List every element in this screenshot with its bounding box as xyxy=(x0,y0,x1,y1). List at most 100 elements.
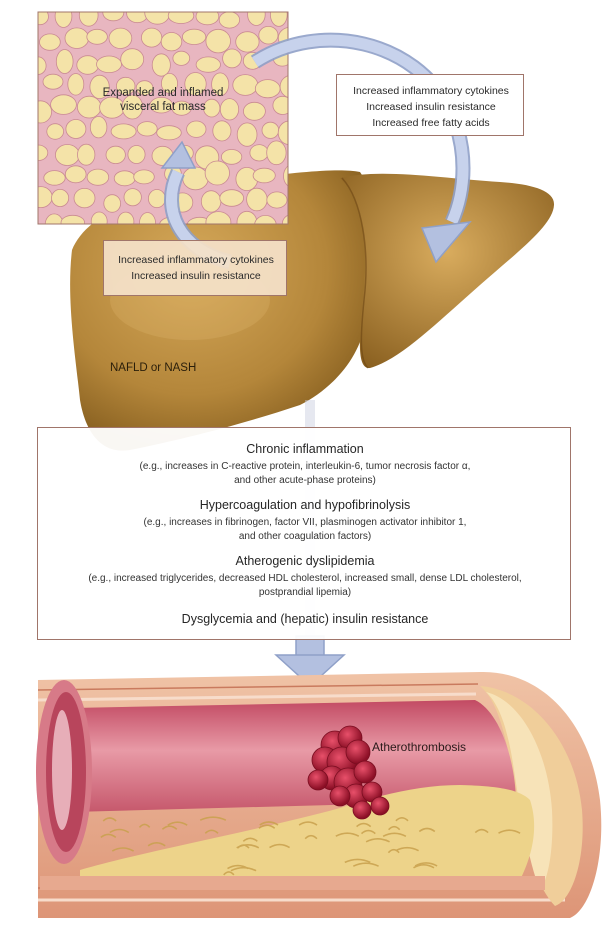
fat-cell xyxy=(141,27,163,48)
fat-cell xyxy=(222,48,242,69)
fat-cell xyxy=(136,121,158,137)
fat-cell xyxy=(246,187,268,212)
fat-label: Expanded and inflamed visceral fat mass xyxy=(78,86,248,115)
fat-cell xyxy=(38,12,49,26)
plaque-fiber xyxy=(414,862,438,867)
fat-cell xyxy=(156,125,182,141)
effect-title: Dysglycemia and (hepatic) insulin resist… xyxy=(181,612,429,626)
effect-chronic-inflammation: Chronic inflammation (e.g., increases in… xyxy=(38,442,572,488)
fat-cell xyxy=(281,214,288,224)
fat-cell xyxy=(50,94,77,115)
effect-hypercoagulation: Hypercoagulation and hypofibrinolysis (e… xyxy=(38,498,572,544)
plaque-fiber xyxy=(365,838,390,843)
fat-cell xyxy=(277,120,288,145)
fat-cell xyxy=(73,188,96,209)
plaque-fiber xyxy=(395,817,409,822)
plaque-fiber xyxy=(388,825,401,831)
plaque-fiber xyxy=(382,832,407,838)
effects-to-vessel-arrow xyxy=(274,635,346,688)
fat-cell xyxy=(38,100,52,124)
fat-cell xyxy=(160,32,183,52)
fat-cell xyxy=(203,98,221,118)
plaque-fiber xyxy=(413,864,435,869)
plaque-fiber xyxy=(111,847,134,852)
fat-cell xyxy=(182,166,209,191)
fat-cell xyxy=(279,75,288,98)
fat-cell xyxy=(54,12,73,28)
fat-cell xyxy=(135,80,154,96)
thrombus-blob xyxy=(307,769,329,791)
fat-cell xyxy=(105,145,126,164)
fat-cell xyxy=(236,122,258,147)
liver-to-fat-line1: Increased inflammatory cytokines xyxy=(118,254,274,266)
plaque-fiber xyxy=(474,828,489,834)
plaque-fiber xyxy=(498,829,521,834)
fat-cell xyxy=(103,194,121,213)
effect-title: Hypercoagulation and hypofibrinolysis xyxy=(199,498,411,512)
fat-cell xyxy=(77,143,96,166)
plaque-fiber xyxy=(387,848,400,854)
plaque-fiber xyxy=(352,862,379,867)
fat-cell xyxy=(195,12,220,26)
plaque-fiber xyxy=(395,846,419,852)
fat-cell xyxy=(67,73,85,96)
liver-to-fat-line2: Increased insulin resistance xyxy=(131,270,261,282)
fat-label-line2: visceral fat mass xyxy=(120,101,206,114)
fat-cell xyxy=(205,28,231,54)
fat-cell xyxy=(266,191,288,209)
fat-cell xyxy=(39,33,61,51)
plaque-fiber xyxy=(259,821,279,826)
fat-cell xyxy=(89,116,108,139)
plaque-fiber xyxy=(167,821,188,826)
fat-cell xyxy=(160,73,178,94)
fat-cell xyxy=(195,56,221,73)
fat-cell xyxy=(200,190,222,213)
fat-cell xyxy=(89,74,110,100)
fat-cell xyxy=(221,149,243,165)
fat-cell xyxy=(247,12,266,26)
fat-cell xyxy=(254,215,277,224)
plaque-fiber xyxy=(204,829,219,834)
blood-vessel-illustration xyxy=(36,671,602,918)
fat-cell xyxy=(139,212,156,224)
fat-cell xyxy=(121,94,144,120)
fat-cell xyxy=(113,170,136,187)
fat-cell xyxy=(43,170,66,186)
plaque-fiber xyxy=(102,817,117,822)
effect-detail: postprandial lipemia) xyxy=(258,587,352,599)
fat-cell xyxy=(60,214,85,224)
fat-cell xyxy=(258,26,279,45)
fat-cell xyxy=(42,73,64,90)
systemic-effects-box: Chronic inflammation (e.g., increases in… xyxy=(37,427,571,640)
fat-cell xyxy=(55,144,80,166)
fat-cell xyxy=(186,120,207,138)
fat-cell xyxy=(133,169,155,185)
fat-cell xyxy=(46,123,65,140)
effect-detail: (e.g., increases in C-reactive protein, … xyxy=(139,460,471,472)
plaque-fiber xyxy=(418,827,436,833)
plaque-fiber xyxy=(223,871,235,876)
effect-dyslipidemia: Atherogenic dyslipidemia (e.g., increase… xyxy=(38,554,572,600)
fat-cell xyxy=(254,79,281,99)
fat-cell xyxy=(219,189,245,207)
fat-cell xyxy=(102,12,125,22)
plaque-fiber xyxy=(344,858,371,864)
fat-cell xyxy=(242,101,266,121)
plaque-fiber xyxy=(304,834,318,840)
plaque-fiber xyxy=(269,843,291,849)
plaque-fiber xyxy=(147,842,166,847)
fat-cell xyxy=(211,72,230,97)
fat-cell xyxy=(120,48,145,71)
fat-to-liver-line2: Increased insulin resistance xyxy=(366,101,496,113)
plaque-fiber xyxy=(199,816,227,821)
fat-cell xyxy=(184,72,207,96)
fat-cell xyxy=(44,213,64,224)
fat-cell xyxy=(127,145,146,164)
effect-detail: (e.g., increases in fibrinogen, factor V… xyxy=(143,516,467,528)
fat-cell xyxy=(96,55,122,74)
fat-to-liver-line3: Increased free fatty acids xyxy=(372,117,490,129)
thrombus-blob xyxy=(345,739,371,765)
plaque-fiber xyxy=(237,844,250,849)
fat-cell xyxy=(76,55,99,75)
